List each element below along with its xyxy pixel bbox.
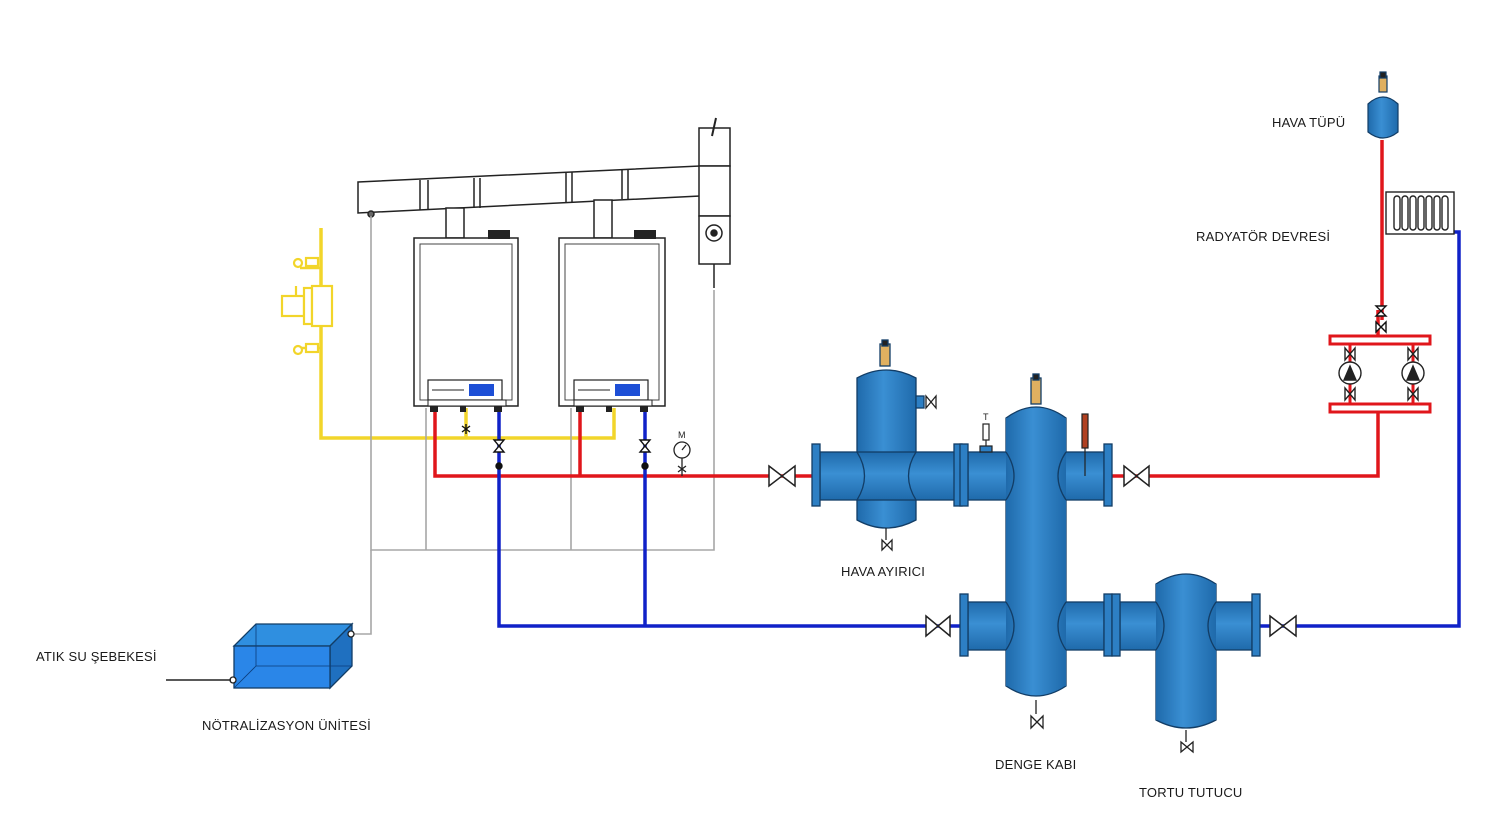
condensate-drain [352,216,715,635]
boiler-display [469,384,494,396]
valve-icon [768,464,1297,638]
radiator-icon [1385,191,1455,235]
manometer-icon [673,441,691,476]
air-separator [811,339,963,552]
thermometer-icon [979,423,993,453]
hydraulic-separator [959,373,1113,730]
boiler-display [615,384,640,396]
pump-icon [1338,346,1362,402]
manometer-label: M [678,430,686,440]
flue-pipe [357,165,716,239]
thermometer-label: T [983,412,989,422]
supply-line [433,140,1384,478]
boiler-2 [558,230,666,412]
air-separator-label: HAVA AYIRICI [841,564,926,579]
dirt-separator-label: TORTU TUTUCU [1139,785,1243,800]
flue-icon [698,117,731,288]
immersion-sensor-icon [1081,413,1089,476]
hydraulic-separator-label: DENGE KABI [995,757,1077,772]
waste-water-label: ATIK SU ŞEBEKESİ [36,649,157,664]
neutralization-unit [229,622,355,690]
radiator-circuit-label: RADYATÖR DEVRESİ [1196,229,1331,244]
check-valve-icon [1374,305,1388,334]
expansion-tank [1367,71,1399,139]
gas-meter [280,256,334,356]
expansion-tank-label: HAVA TÜPÜ [1272,115,1346,130]
neutralization-unit-label: NÖTRALİZASYON ÜNİTESİ [202,718,371,733]
boiler-1 [413,230,519,412]
pump-icon [1401,346,1425,402]
dirt-separator [1111,573,1261,754]
check-valve-icon [461,424,652,470]
